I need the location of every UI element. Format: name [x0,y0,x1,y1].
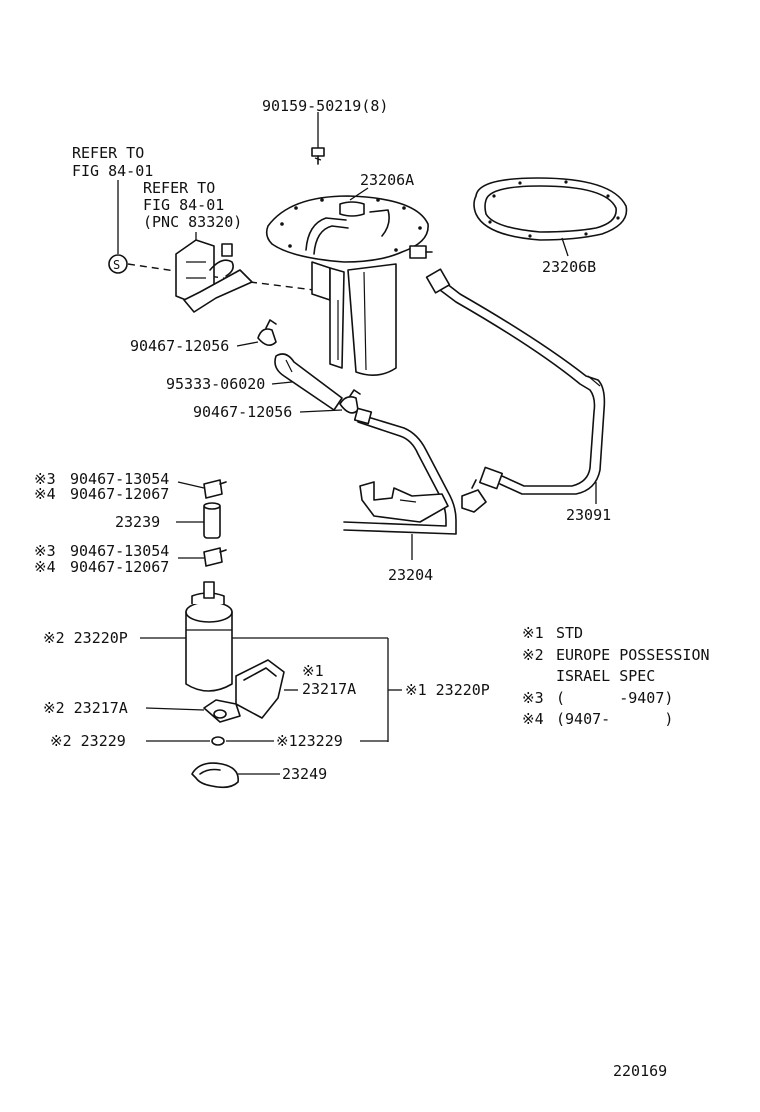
fuel-hose-23239 [203,502,221,539]
label-clip-upper: 90467-12056 [130,337,229,355]
clamp-upper-90467 [203,479,227,499]
legend-3-mark: ※3 [522,689,544,707]
fuel-pipe-23091 [425,268,606,495]
diagram-number: 220169 [613,1062,667,1080]
label-clamp-a4-mark: ※4 [34,485,56,503]
fuel-filter-23217a [203,659,285,723]
refer-label-2-line3: (PNC 83320) [143,213,242,231]
fuel-pump-23220p [185,581,233,692]
s-symbol-circle: S [108,254,128,274]
retainer-23249 [191,762,239,789]
label-bolt: 90159-50219(8) [262,97,388,115]
bolt-90159-50219 [311,112,325,165]
label-gasket: 23206B [542,258,596,276]
label-clamp-a3: 90467-13054 [70,470,169,488]
label-cushion-left: ※2 23229 [50,732,126,750]
label-cushion-right: ※123229 [276,732,343,750]
gasket-23206b [473,177,628,241]
cushion-23229 [211,736,225,746]
label-filter-left: ※2 23217A [43,699,128,717]
pipe-bracket-23204 [343,407,487,535]
legend-1-mark: ※1 [522,624,544,642]
label-clamp-b3: 90467-13054 [70,542,169,560]
fuel-hose-95333-06020 [274,353,343,411]
legend-1-text: STD [556,624,583,642]
refer-label-2-line2: FIG 84-01 [143,196,224,214]
label-clamp-b3-mark: ※3 [34,542,56,560]
label-pipe-right: 23091 [566,506,611,524]
refer-label-1-line2: FIG 84-01 [72,162,153,180]
fuel-pump-plate-23206a [265,195,433,376]
legend-2-text: EUROPE POSSESSION [556,646,710,664]
legend-2-mark: ※2 [522,646,544,664]
label-plate: 23206A [360,171,414,189]
s-symbol-letter: S [113,258,120,272]
label-hose-short: 23239 [115,513,160,531]
label-pump-left: ※2 23220P [43,629,128,647]
legend-2b-text: ISRAEL SPEC [556,667,655,685]
label-clamp-b4-mark: ※4 [34,558,56,576]
refer-label-1-line1: REFER TO [72,144,144,162]
sender-gauge-bracket [175,239,253,313]
label-clamp-a4: 90467-12067 [70,485,169,503]
label-clamp-b4: 90467-12067 [70,558,169,576]
label-hose: 95333-06020 [166,375,265,393]
label-pipe-bracket: 23204 [388,566,433,584]
clip-90467-12056-upper [257,319,277,346]
clip-90467-12056-lower [339,389,361,414]
label-filter-right: 23217A [302,680,356,698]
label-pump-right: ※1 23220P [405,681,490,699]
refer-label-2-line1: REFER TO [143,179,215,197]
legend: ※1 STD ※2 EUROPE POSSESSION ISRAEL SPEC … [522,624,710,728]
legend-3-text: ( -9407) [556,689,673,707]
label-clip-lower: 90467-12056 [193,403,292,421]
label-retainer: 23249 [282,765,327,783]
legend-4-text: (9407- ) [556,710,673,728]
clamp-lower-90467 [203,547,227,567]
label-filter-mark: ※1 [302,662,324,680]
legend-4-mark: ※4 [522,710,544,728]
label-clamp-a3-mark: ※3 [34,470,56,488]
